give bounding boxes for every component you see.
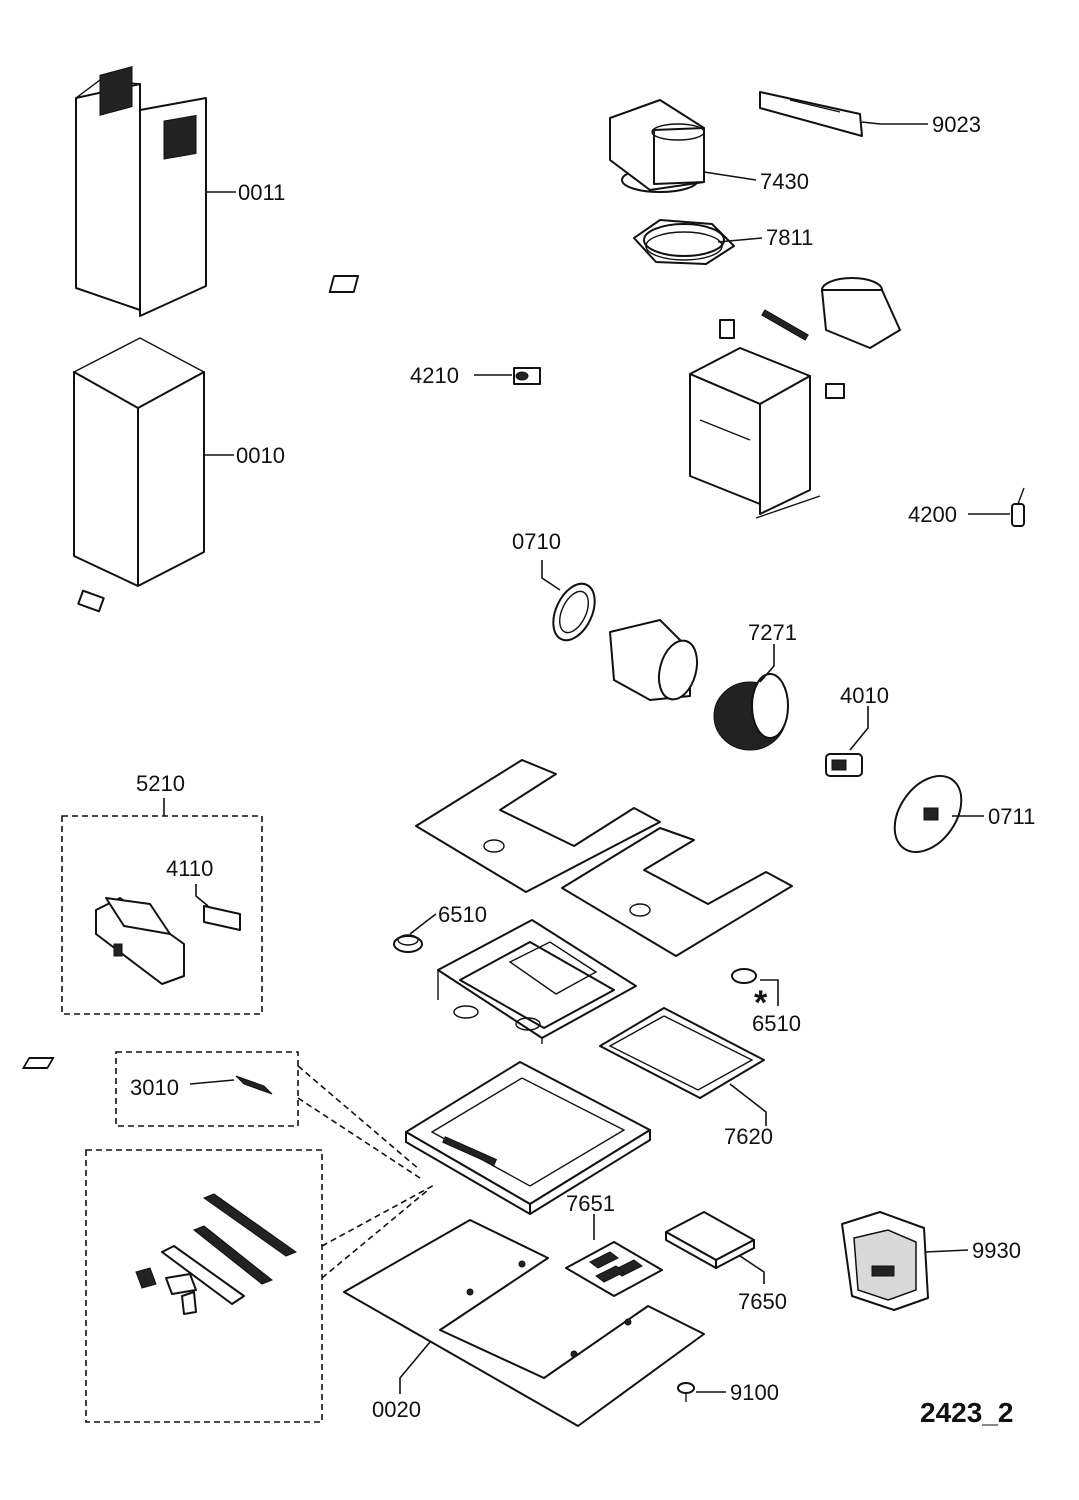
group-box-3010 <box>115 1051 299 1127</box>
chimney-upper-cover <box>75 65 207 317</box>
connector-line-3 <box>321 1183 437 1247</box>
label-0711: 0711 <box>988 804 1035 829</box>
label-7430: 7430 <box>760 169 809 194</box>
label-7620: 7620 <box>724 1124 773 1149</box>
label-4210: 4210 <box>410 363 459 388</box>
mounting-bracket-9023 <box>759 91 863 137</box>
insulation-panel-upper <box>415 759 661 893</box>
small-bracket <box>77 589 105 613</box>
part-3010 <box>235 1075 273 1095</box>
label-0011: 0011 <box>238 180 285 205</box>
label-4010: 4010 <box>840 683 889 708</box>
motor-4010 <box>825 753 863 777</box>
marker-6510-star: * <box>754 984 768 1022</box>
lamp-holder-4210 <box>513 367 541 385</box>
front-frame <box>405 1061 651 1215</box>
label-0710: 0710 <box>512 529 561 554</box>
control-board-5210 <box>95 897 185 985</box>
strip <box>761 309 809 341</box>
accessory-bag-9930 <box>841 1211 929 1311</box>
fan-grill-0710 <box>552 582 596 642</box>
label-6510-right: 6510 <box>752 1011 801 1036</box>
filter-frame-7651 <box>565 1241 663 1297</box>
bottom-insulation-0020 <box>343 1219 705 1427</box>
diagram-code: 2423_2 <box>920 1397 1013 1428</box>
capacitor-4200 <box>1011 487 1025 527</box>
label-3010: 3010 <box>130 1075 179 1100</box>
label-0020: 0020 <box>372 1397 421 1422</box>
connector-line-4 <box>321 1189 429 1279</box>
label-7811: 7811 <box>766 225 813 250</box>
air-outlet-7430 <box>609 99 705 193</box>
label-9930: 9930 <box>972 1238 1021 1263</box>
label-5210: 5210 <box>136 771 185 796</box>
fan-scroll-housing <box>609 619 699 701</box>
group-box-5210 <box>61 815 263 1015</box>
switch-4110 <box>203 905 241 931</box>
grommet-6510-left <box>393 934 423 953</box>
ring-flange-7811 <box>633 219 735 265</box>
label-4200: 4200 <box>908 502 957 527</box>
connector-line-1 <box>297 1065 421 1171</box>
screw-9100 <box>677 1382 695 1402</box>
fan-cover-top <box>821 277 901 349</box>
fan-grill-0711 <box>893 775 963 853</box>
label-0010: 0010 <box>236 443 285 468</box>
motor-housing-frame <box>689 347 821 519</box>
label-6510-left: 6510 <box>438 902 487 927</box>
group-box-controls <box>85 1149 323 1423</box>
label-7650: 7650 <box>738 1289 787 1314</box>
label-7651: 7651 <box>566 1191 615 1216</box>
grease-filter-7620 <box>22 1007 765 1099</box>
grommet-6510-right <box>731 968 757 984</box>
clip-left <box>719 319 735 339</box>
label-4110: 4110 <box>166 856 213 881</box>
fan-impeller-7271 <box>713 673 789 751</box>
control-parts-group <box>135 1193 298 1315</box>
chimney-lower-cover <box>73 337 205 587</box>
label-9100: 9100 <box>730 1380 779 1405</box>
connector-line-2 <box>297 1097 421 1179</box>
label-9023: 9023 <box>932 112 981 137</box>
insulation-panel-lower <box>561 827 793 957</box>
base-frame <box>437 919 637 1044</box>
small-clip <box>328 275 360 293</box>
label-7271: 7271 <box>748 620 797 645</box>
carbon-filter-7650 <box>665 1211 755 1269</box>
clip-right <box>825 383 845 399</box>
